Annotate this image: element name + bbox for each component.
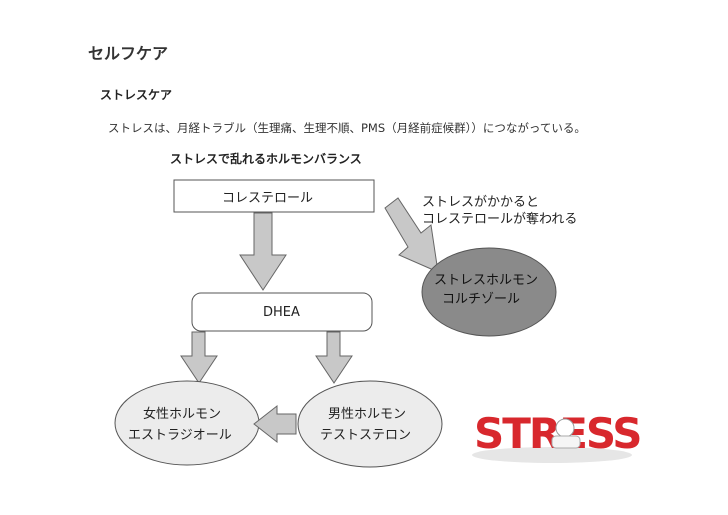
male-hormone-ellipse [297, 380, 443, 468]
female-hormone-line-2: エストラジオール [128, 428, 232, 443]
cholesterol-label: コレステロール [222, 191, 314, 206]
stress-hormone-ellipse [421, 247, 557, 337]
dhea-label: DHEA [263, 305, 300, 320]
body-text: ストレスは、月経トラブル（生理痛、生理不順、PMS（月経前症候群））につながって… [108, 121, 586, 135]
male-hormone-line-2: テストステロン [320, 428, 412, 443]
male-hormone-line-1: 男性ホルモン [328, 407, 407, 422]
page-title: セルフケア [88, 44, 169, 63]
stress-illustration: STRESS [472, 409, 643, 463]
cholesterol-box [173, 179, 375, 213]
stress-hormone-line-1: ストレスホルモン [434, 273, 539, 288]
arrow-left-icon [253, 404, 297, 444]
diagram-title: ストレスで乱れるホルモンバランス [170, 152, 362, 166]
arrow-diagonal-icon [384, 197, 439, 273]
note-line-1: ストレスがかかると [422, 195, 540, 210]
arrow-down-right-icon [315, 331, 353, 384]
female-hormone-line-1: 女性ホルモン [143, 407, 222, 422]
note-line-2: コレステロールが奪われる [422, 212, 578, 227]
section-title: ストレスケア [100, 88, 173, 102]
stress-hormone-line-2: コルチゾール [442, 292, 521, 307]
dhea-box [191, 292, 373, 332]
arrow-down-left-icon [180, 331, 218, 384]
arrow-down-icon [239, 212, 287, 291]
